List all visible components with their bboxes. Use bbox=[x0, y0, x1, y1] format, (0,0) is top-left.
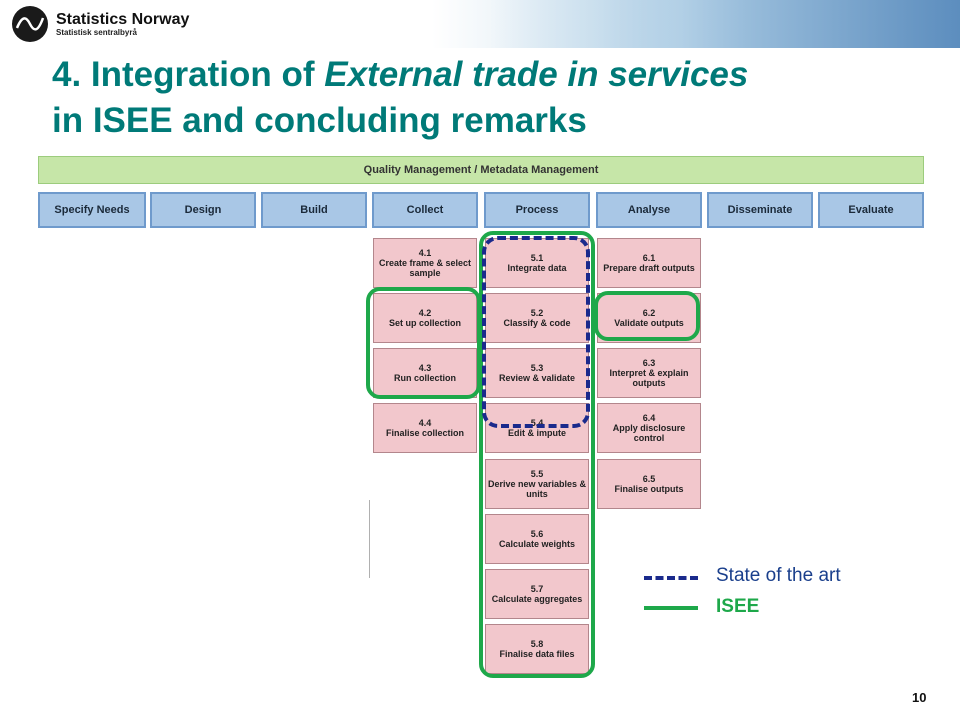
logo-subtitle: Statistisk sentralbyrå bbox=[56, 28, 137, 37]
phase-collect: Collect bbox=[372, 192, 478, 228]
divider-line bbox=[369, 500, 370, 578]
header-banner: Statistics Norway Statistisk sentralbyrå bbox=[0, 0, 960, 48]
isee-highlight-process bbox=[479, 231, 595, 678]
legend-solid-line bbox=[644, 606, 698, 610]
title-part-3: in ISEE and concluding remarks bbox=[52, 101, 587, 140]
page-number: 10 bbox=[912, 690, 927, 705]
state-of-art-highlight bbox=[482, 236, 590, 428]
header-decoration bbox=[490, 0, 960, 48]
phase-disseminate: Disseminate bbox=[707, 192, 813, 228]
page-title: 4. Integration of External trade in serv… bbox=[52, 52, 932, 144]
title-part-1: 4. Integration of bbox=[52, 55, 325, 94]
legend-isee: ISEE bbox=[716, 596, 760, 617]
isee-highlight-collect bbox=[366, 287, 481, 399]
phase-design: Design bbox=[150, 192, 256, 228]
title-part-2: External trade in services bbox=[324, 55, 749, 94]
phase-evaluate: Evaluate bbox=[818, 192, 924, 228]
isee-highlight-analyse bbox=[594, 291, 700, 341]
phase-specify-needs: Specify Needs bbox=[38, 192, 146, 228]
phase-build: Build bbox=[261, 192, 367, 228]
phase-process: Process bbox=[484, 192, 590, 228]
quality-management-bar: Quality Management / Metadata Management bbox=[38, 156, 924, 184]
phase-analyse: Analyse bbox=[596, 192, 702, 228]
logo-name: Statistics Norway bbox=[56, 11, 190, 28]
logo: Statistics Norway Statistisk sentralbyrå bbox=[12, 6, 189, 42]
legend-dashed-line bbox=[644, 576, 698, 580]
legend-state-of-art: State of the art bbox=[716, 565, 841, 586]
logo-wave-icon bbox=[13, 7, 47, 41]
logo-icon bbox=[12, 6, 48, 42]
